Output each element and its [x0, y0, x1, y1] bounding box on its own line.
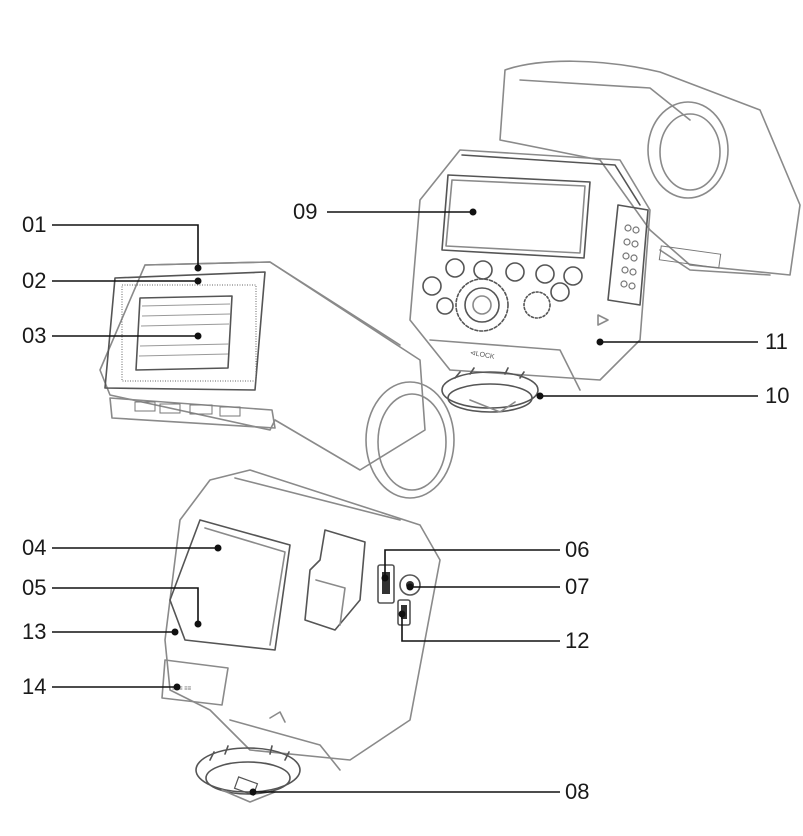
- leader-dot-06: [382, 575, 389, 582]
- leader-dot-01: [195, 265, 202, 272]
- leader-dot-02: [195, 278, 202, 285]
- front-sensor-panel: [170, 520, 290, 650]
- leader-dot-04: [215, 545, 222, 552]
- flash-window: [105, 272, 265, 390]
- leader-dot-09: [470, 209, 477, 216]
- lock-text-icon: ⊲LOCK: [469, 350, 495, 361]
- callout-07: 07: [565, 576, 589, 598]
- leader-dot-13: [172, 629, 179, 636]
- callout-03: 03: [22, 325, 46, 347]
- leader-01: [52, 225, 198, 268]
- leader-dot-11: [597, 339, 604, 346]
- leader-dot-07: [407, 584, 414, 591]
- flash-front-view: ≡≡≡ ≡≡: [100, 262, 454, 802]
- callout-13: 13: [22, 621, 46, 643]
- callout-05: 05: [22, 577, 46, 599]
- mount-foot: [196, 720, 340, 802]
- control-dial: [456, 279, 550, 331]
- callout-10: 10: [765, 385, 789, 407]
- leader-dot-08: [250, 789, 257, 796]
- side-grip-dots: [621, 225, 639, 289]
- usb-port: [378, 565, 394, 603]
- callout-02: 02: [22, 270, 46, 292]
- callout-01: 01: [22, 214, 46, 236]
- callout-08: 08: [565, 781, 589, 803]
- leader-05: [52, 588, 198, 624]
- port-cover: [305, 530, 365, 630]
- callout-11: 11: [765, 331, 788, 353]
- leader-dot-14: [174, 684, 181, 691]
- callout-04: 04: [22, 537, 46, 559]
- control-buttons: [423, 259, 582, 314]
- callout-14: 14: [22, 676, 46, 698]
- callout-09: 09: [293, 201, 317, 223]
- leader-dot-05: [195, 621, 202, 628]
- callout-12: 12: [565, 630, 589, 652]
- leader-06: [385, 550, 560, 578]
- leader-dot-10: [537, 393, 544, 400]
- lcd-screen: [442, 175, 590, 258]
- flash-rear-view: ⊲LOCK: [410, 61, 800, 412]
- callout-06: 06: [565, 539, 589, 561]
- leader-lines: [52, 209, 758, 796]
- leader-dot-03: [195, 333, 202, 340]
- leader-dot-12: [399, 611, 406, 618]
